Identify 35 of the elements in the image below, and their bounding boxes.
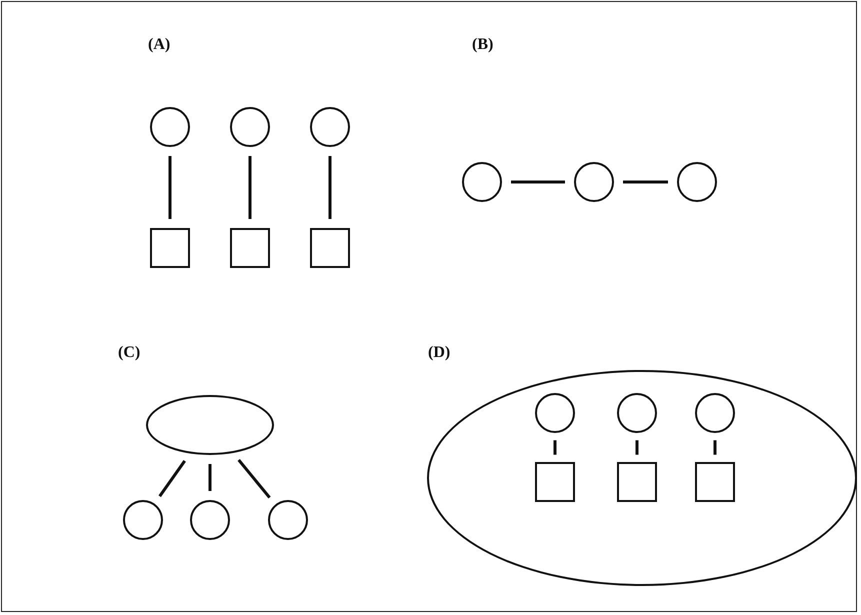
circle-node [462,162,502,202]
circle-node [123,500,163,540]
square-node [695,462,735,502]
panel-label: (D) [428,344,450,362]
circle-node [574,162,614,202]
square-node [230,228,270,268]
circle-node [190,500,230,540]
square-node [617,462,657,502]
ellipse-node [427,370,857,586]
panel-label: (B) [472,36,494,54]
connector-line [158,460,186,498]
ellipse-node [146,395,274,455]
square-node [310,228,350,268]
connector-line [554,440,556,455]
connector-line [248,156,252,219]
connector-line [623,180,668,184]
circle-node [535,393,575,433]
panel-label: (C) [118,344,140,362]
circle-node [268,500,308,540]
circle-node [677,162,717,202]
circle-node [695,393,735,433]
square-node [150,228,190,268]
connector-line [328,156,332,219]
connector-line [714,440,716,455]
connector-line [168,156,172,219]
panel-label: (A) [148,36,170,54]
connector-line [636,440,638,455]
circle-node [230,107,270,147]
circle-node [150,107,190,147]
connector-line [511,180,565,184]
circle-node [310,107,350,147]
connector-line [208,464,212,491]
connector-line [238,459,271,499]
circle-node [617,393,657,433]
square-node [535,462,575,502]
